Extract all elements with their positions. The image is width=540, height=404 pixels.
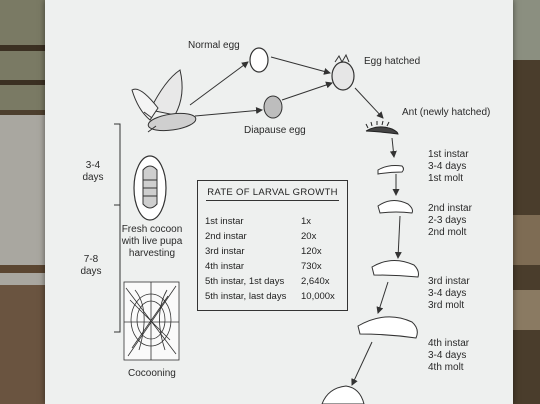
growth-table-underline [206, 200, 339, 201]
cocooning-label: Cocooning [128, 368, 176, 379]
growth-row-stage: 5th instar, 1st days [205, 276, 285, 287]
normal-egg-label: Normal egg [188, 40, 240, 51]
larva-4th-instar [357, 316, 418, 339]
larva-3rd-instar [371, 260, 419, 278]
left-wall [0, 115, 45, 285]
hatched-egg-drawing [331, 61, 355, 91]
larval-growth-table: RATE OF LARVAL GROWTH 1st instar 1x 2nd … [197, 180, 348, 311]
growth-row-value: 730x [301, 261, 322, 272]
growth-row-value: 2,640x [301, 276, 330, 287]
larva-2nd-instar [377, 200, 413, 214]
growth-row-value: 120x [301, 246, 322, 257]
ant-label: Ant (newly hatched) [402, 107, 491, 118]
ant-larva-drawing [365, 126, 399, 135]
normal-egg-drawing [249, 47, 269, 73]
larva-5th-instar [321, 385, 365, 404]
growth-row-stage: 2nd instar [205, 231, 247, 242]
right-window-light [513, 0, 540, 60]
growth-row-value: 10,000x [301, 291, 335, 302]
growth-row-stage: 3rd instar [205, 246, 245, 257]
larva-1st-instar [377, 165, 404, 175]
growth-row-stage: 1st instar [205, 216, 244, 227]
growth-row-stage: 5th instar, last days [205, 291, 287, 302]
silkworm-life-cycle-poster [45, 0, 513, 404]
diapause-egg-drawing [263, 95, 283, 119]
cocooning-nest-drawing [123, 281, 180, 361]
diapause-egg-label: Diapause egg [244, 125, 306, 136]
fresh-cocoon-label: Fresh cocoon with live pupa harvesting [121, 224, 183, 259]
silk-moth-drawing [131, 69, 197, 133]
growth-row-value: 1x [301, 216, 312, 227]
growth-row-stage: 4th instar [205, 261, 245, 272]
egg-hatched-label: Egg hatched [364, 56, 421, 67]
left-window-light [0, 0, 45, 110]
growth-row-value: 20x [301, 231, 317, 242]
growth-table-title: RATE OF LARVAL GROWTH [207, 187, 338, 198]
